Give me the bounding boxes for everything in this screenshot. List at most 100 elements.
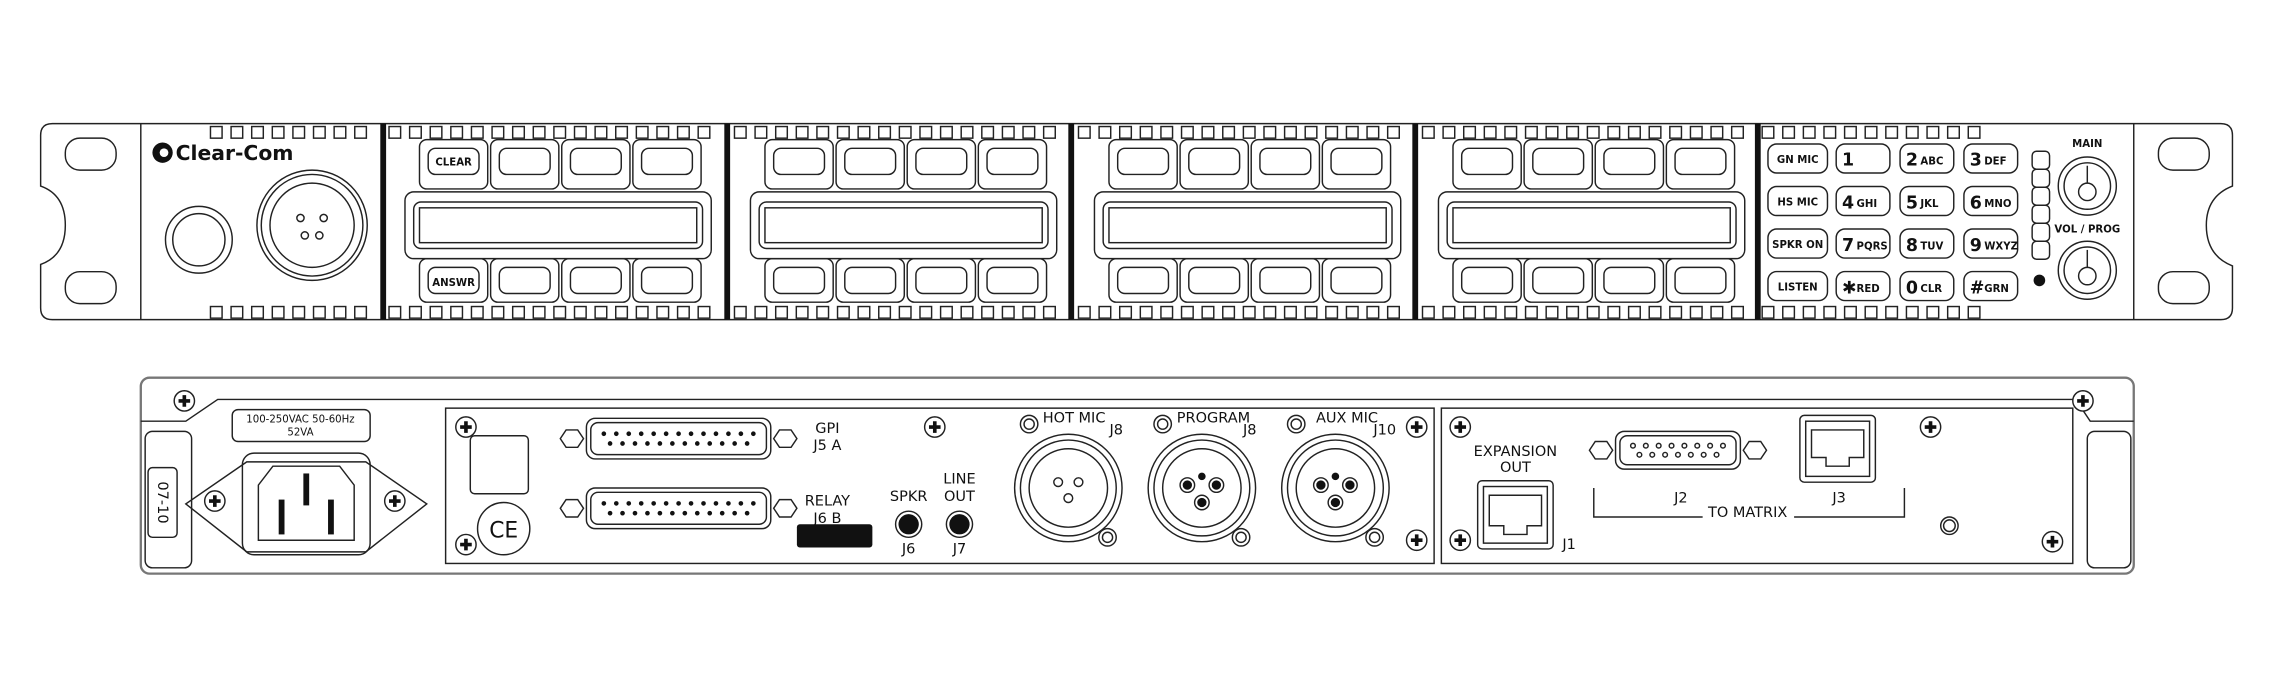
key-button[interactable] [844, 147, 897, 176]
vent-slot [271, 125, 285, 139]
keypad-key-2[interactable] [1899, 143, 1955, 174]
key-button[interactable] [1603, 266, 1656, 295]
vent-slot [1442, 125, 1456, 139]
vent-slot [816, 305, 830, 319]
key-button[interactable] [1532, 147, 1585, 176]
key-cell [489, 138, 560, 190]
pin [701, 431, 706, 437]
key-cell [1108, 138, 1178, 190]
key-cell [1250, 138, 1321, 190]
vent-slot [878, 125, 892, 139]
vent-slot [939, 125, 953, 139]
hot-mic-xlr[interactable] [1013, 414, 1123, 547]
function-key[interactable] [1767, 228, 1829, 259]
vent-slot [388, 305, 402, 319]
vent-slot [354, 305, 368, 319]
key-button[interactable] [1116, 266, 1170, 295]
gpi-db25-connector[interactable] [559, 417, 798, 460]
key-button[interactable] [1330, 266, 1383, 295]
key-button[interactable] [1460, 147, 1514, 176]
key-button[interactable] [1674, 147, 1727, 176]
key-button[interactable] [772, 266, 826, 295]
key-button[interactable] [986, 266, 1039, 295]
relay-db25-connector[interactable] [559, 487, 798, 530]
key-button[interactable] [915, 266, 968, 295]
vent-slot [836, 125, 850, 139]
key-button[interactable] [1460, 266, 1514, 295]
expansion-rj45-port[interactable] [1476, 479, 1554, 550]
key-button[interactable] [915, 147, 968, 176]
iec-power-inlet[interactable] [184, 452, 428, 556]
keypad-key-4[interactable] [1835, 185, 1891, 217]
vent-slot [1669, 125, 1683, 139]
main-knob[interactable] [2057, 156, 2118, 216]
aux-mic-xlr[interactable] [1280, 414, 1390, 547]
keypad-key-6[interactable] [1963, 185, 2019, 217]
label-text: EXPANSION [1474, 444, 1557, 460]
side-label [147, 466, 178, 539]
key-button[interactable] [498, 147, 551, 176]
key-button[interactable] [498, 266, 551, 295]
keypad-key-✱[interactable] [1835, 270, 1891, 302]
j2-db15-connector[interactable] [1588, 430, 1768, 470]
keypad-key-0[interactable] [1899, 270, 1955, 302]
key-button[interactable] [844, 266, 897, 295]
key-button[interactable] [1603, 147, 1656, 176]
vent-slot [615, 125, 629, 139]
vent-slot [594, 125, 608, 139]
headset-xlr-connector[interactable] [256, 169, 368, 282]
pin [651, 431, 656, 437]
key-button[interactable] [1188, 266, 1241, 295]
j3-rj45-port[interactable] [1799, 414, 1877, 483]
keypad-key-7[interactable] [1835, 228, 1891, 259]
pin [719, 441, 725, 446]
key-button[interactable] [772, 147, 826, 176]
key-button[interactable] [1259, 147, 1312, 176]
matrix-io-panel [1440, 407, 2074, 565]
function-key[interactable] [1767, 185, 1829, 217]
key-button[interactable] [427, 147, 480, 176]
module-divider [380, 123, 387, 320]
keypad-key-9[interactable] [1963, 228, 2019, 259]
key-button[interactable] [1259, 266, 1312, 295]
label-text: J3 [1831, 490, 1846, 506]
vent-slot [656, 125, 670, 139]
round-button[interactable] [164, 205, 233, 274]
function-key[interactable] [1767, 270, 1829, 302]
keypad-key-#[interactable] [1963, 270, 2019, 302]
vent-slot [774, 305, 789, 319]
ear-hole [64, 137, 117, 171]
keypad-key-3[interactable] [1963, 143, 2019, 174]
key-button[interactable] [427, 266, 480, 295]
key-button[interactable] [986, 147, 1039, 176]
vent-slot [511, 125, 526, 139]
pin [1331, 472, 1340, 481]
label-text: AUX MIC [1316, 411, 1378, 427]
label-text: J10 [1372, 422, 1396, 438]
program-xlr[interactable] [1147, 414, 1257, 547]
pin [626, 501, 632, 506]
key-button[interactable] [1674, 266, 1727, 295]
spkr-jack[interactable] [894, 510, 923, 539]
pin [626, 431, 632, 437]
key-button[interactable] [569, 147, 622, 176]
vent-slot [1325, 125, 1339, 139]
key-cell [1665, 138, 1736, 190]
key-button[interactable] [1330, 147, 1383, 176]
keypad-key-8[interactable] [1899, 228, 1955, 259]
key-button[interactable] [1532, 266, 1585, 295]
line-out-jack[interactable] [945, 510, 974, 539]
vent-slot [354, 125, 368, 139]
keypad-key-5[interactable] [1899, 185, 1955, 217]
key-button[interactable] [1188, 147, 1241, 176]
pin [1198, 472, 1206, 481]
vol-prog-knob[interactable] [2057, 240, 2118, 301]
key-button[interactable] [1116, 147, 1170, 176]
keypad-key-1[interactable] [1835, 143, 1891, 174]
key-button[interactable] [640, 147, 694, 176]
pin [738, 501, 744, 506]
function-key[interactable] [1767, 143, 1829, 174]
label-text: J6 [901, 541, 916, 557]
key-button[interactable] [640, 266, 694, 295]
key-button[interactable] [569, 266, 622, 295]
